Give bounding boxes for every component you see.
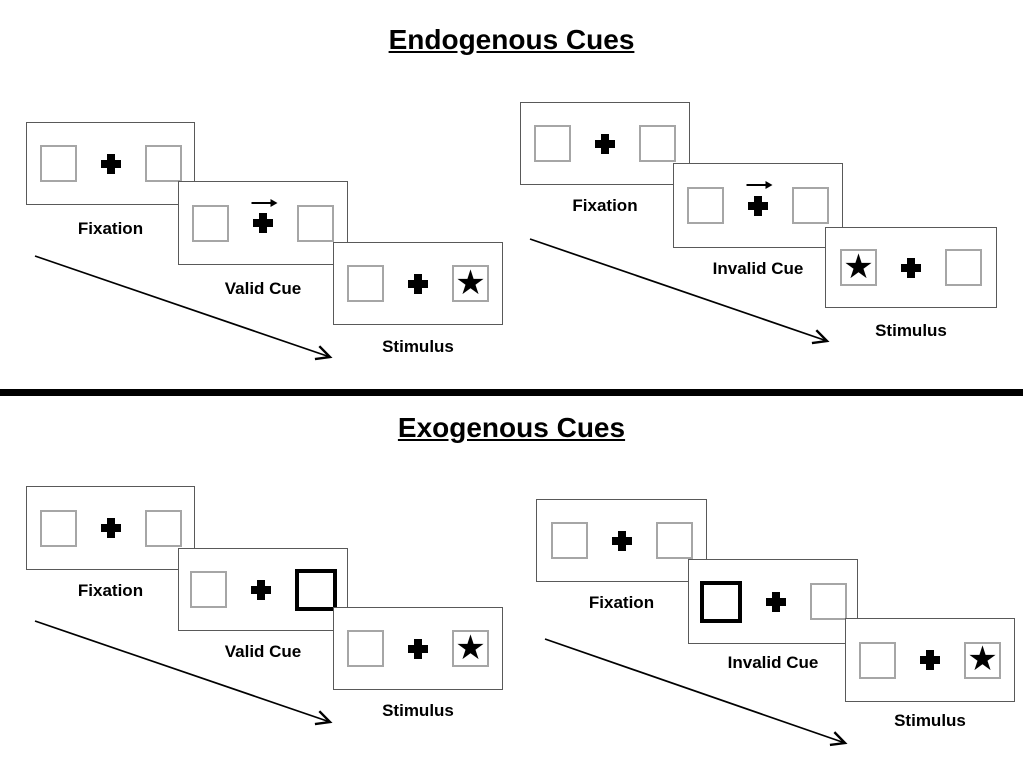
left-box-with-star: ★ <box>840 249 877 286</box>
right-box-with-star: ★ <box>452 265 489 302</box>
step-label-fixation: Fixation <box>572 196 638 215</box>
fixation-cross <box>406 243 430 324</box>
left-box <box>347 630 384 667</box>
left-box <box>192 204 229 242</box>
invalid-cue-panel <box>688 559 858 644</box>
fixation-panel <box>520 102 690 185</box>
fixation-panel <box>26 486 195 570</box>
step-label-fixation: Fixation <box>588 593 655 612</box>
step-label-stimulus: Stimulus <box>382 701 454 720</box>
cue-direction-arrow-icon <box>746 181 773 189</box>
timeline-arrow <box>34 255 333 361</box>
right-box <box>144 509 182 547</box>
step-label-stimulus: Stimulus <box>894 711 966 730</box>
left-box <box>534 125 571 162</box>
step-label-fixation: Fixation <box>77 219 144 238</box>
plus-icon <box>765 591 786 612</box>
plus-icon <box>250 579 271 600</box>
plus-icon <box>408 638 428 659</box>
fixation-cross <box>899 228 923 307</box>
plus-icon <box>100 153 121 174</box>
fixation-cross <box>406 608 430 689</box>
left-box <box>189 571 227 608</box>
star-icon: ★ <box>455 262 486 303</box>
invalid-cue-panel <box>673 163 843 248</box>
left-box <box>687 187 724 224</box>
valid-cue-panel <box>178 548 348 631</box>
right-box-with-star: ★ <box>452 630 489 667</box>
fixation-cross <box>610 500 634 581</box>
right-box <box>792 187 829 224</box>
fixation-cross <box>593 103 617 184</box>
step-label-fixation: Fixation <box>77 581 144 600</box>
stimulus-panel: ★ <box>845 618 1015 702</box>
plus-icon <box>901 257 921 278</box>
right-box <box>144 145 182 182</box>
step-label-stimulus: Stimulus <box>382 337 454 356</box>
fixation-cross <box>746 164 773 247</box>
plus-icon <box>748 195 768 216</box>
cue-direction-arrow-icon <box>251 199 278 207</box>
step-label-valid-cue: Valid Cue <box>224 642 302 661</box>
plus-icon <box>408 273 428 294</box>
timeline-arrow <box>529 238 830 345</box>
stimulus-panel: ★ <box>333 242 503 325</box>
star-icon: ★ <box>967 639 998 679</box>
exogenous-section-title: Exogenous Cues <box>397 412 626 443</box>
star-icon: ★ <box>843 246 874 287</box>
fixation-cross <box>99 487 123 569</box>
section-divider <box>0 389 1023 396</box>
left-box-cue-highlight <box>699 580 742 623</box>
right-box-cue-highlight <box>294 568 337 611</box>
star-icon: ★ <box>455 627 486 668</box>
timeline-arrow <box>34 620 333 726</box>
left-box <box>550 522 588 559</box>
plus-icon <box>920 650 940 670</box>
step-label-stimulus: Stimulus <box>875 321 947 340</box>
step-label-invalid-cue: Invalid Cue <box>727 653 819 672</box>
fixation-cross <box>251 182 278 264</box>
fixation-cross <box>918 619 942 701</box>
fixation-cross <box>249 549 273 630</box>
step-label-invalid-cue: Invalid Cue <box>712 259 804 278</box>
fixation-cross <box>99 123 123 204</box>
step-label-valid-cue: Valid Cue <box>224 279 302 298</box>
stimulus-panel: ★ <box>333 607 503 690</box>
fixation-panel <box>26 122 195 205</box>
right-box <box>945 249 982 286</box>
valid-cue-panel <box>178 181 348 265</box>
right-box <box>809 583 847 620</box>
plus-icon <box>100 518 121 538</box>
left-box <box>39 509 77 547</box>
stimulus-panel: ★ <box>825 227 997 308</box>
plus-icon <box>595 133 615 154</box>
left-box <box>347 265 384 302</box>
fixation-cross <box>764 560 788 643</box>
left-box <box>39 145 77 182</box>
plus-icon <box>611 530 632 551</box>
right-box <box>655 522 693 559</box>
left-box <box>859 641 896 679</box>
right-box <box>639 125 676 162</box>
right-box <box>297 204 334 242</box>
right-box-with-star: ★ <box>964 639 1001 679</box>
fixation-panel <box>536 499 707 582</box>
plus-icon <box>253 213 273 233</box>
endogenous-section-title: Endogenous Cues <box>388 24 635 55</box>
